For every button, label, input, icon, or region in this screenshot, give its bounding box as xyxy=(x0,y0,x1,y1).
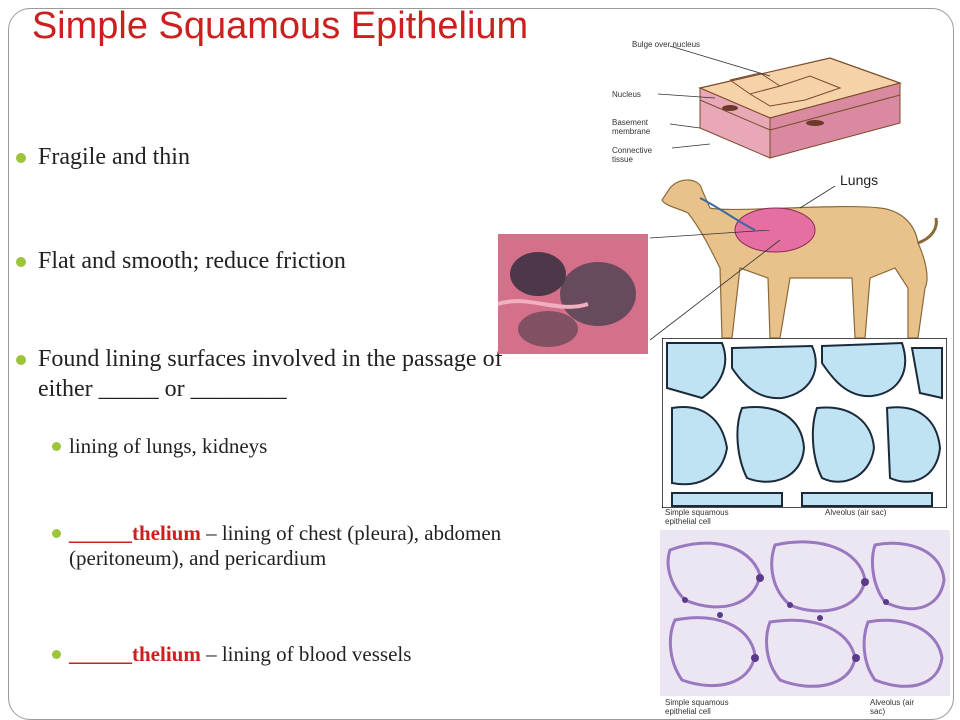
slide-title: Simple Squamous Epithelium xyxy=(31,5,529,47)
label-alveolus-1: Alveolus (air sac) xyxy=(825,508,887,517)
sub-bullet-item: ______thelium – lining of chest (pleura)… xyxy=(52,521,522,571)
micrograph-pointer-lines xyxy=(649,230,781,341)
bullet-text: Found lining surfaces involved in the pa… xyxy=(38,346,503,402)
sub-bullet-item: lining of lungs, kidneys xyxy=(52,434,522,459)
epithelium-block-diagram xyxy=(657,45,903,159)
dog-lungs-illustration xyxy=(661,179,938,339)
label-lungs: Lungs xyxy=(840,172,879,188)
label-bulge: Bulge over nucleus xyxy=(632,40,701,49)
sub-bullet-text: lining of lungs, kidneys xyxy=(52,434,522,459)
alveoli-line-drawing xyxy=(662,338,947,508)
alveoli-histology-micrograph xyxy=(660,530,950,696)
bullet-dot xyxy=(16,355,26,365)
label-connective: Connective tissue xyxy=(612,146,653,164)
bullet-item: Found lining surfaces involved in the pa… xyxy=(14,344,534,404)
label-simple-squamous-1: Simple squamous epithelial cell xyxy=(665,508,729,526)
red-term: ______thelium xyxy=(69,642,201,666)
bullet-item: Fragile and thin xyxy=(14,142,534,172)
bullet-text: Flat and smooth; reduce friction xyxy=(38,248,346,274)
lung-micrograph-pink xyxy=(498,234,648,354)
sub-bullet-plain: – lining of chest (pleura), abdomen (per… xyxy=(69,521,502,570)
red-term: ______thelium xyxy=(69,521,201,545)
sub-bullet-item: ______thelium – lining of blood vessels xyxy=(52,642,522,667)
sub-bullet-text: ______thelium – lining of chest (pleura)… xyxy=(52,521,522,571)
bullet-dot xyxy=(52,650,61,659)
sub-bullet-text: ______thelium – lining of blood vessels xyxy=(52,642,522,667)
bullet-dot xyxy=(16,153,26,163)
bullet-dot xyxy=(16,257,26,267)
label-nucleus: Nucleus xyxy=(612,90,641,99)
bullet-item: Flat and smooth; reduce friction xyxy=(14,246,534,276)
label-basement: Basement membrane xyxy=(612,118,651,136)
bullet-text: Fragile and thin xyxy=(38,144,190,170)
label-alveolus-2: Alveolus (air sac) xyxy=(870,698,915,716)
bullet-dot xyxy=(52,529,61,538)
bullet-dot xyxy=(52,442,61,451)
sub-bullet-plain: lining of lungs, kidneys xyxy=(69,434,268,458)
label-simple-squamous-2: Simple squamous epithelial cell xyxy=(665,698,729,716)
sub-bullet-plain: – lining of blood vessels xyxy=(200,642,412,666)
